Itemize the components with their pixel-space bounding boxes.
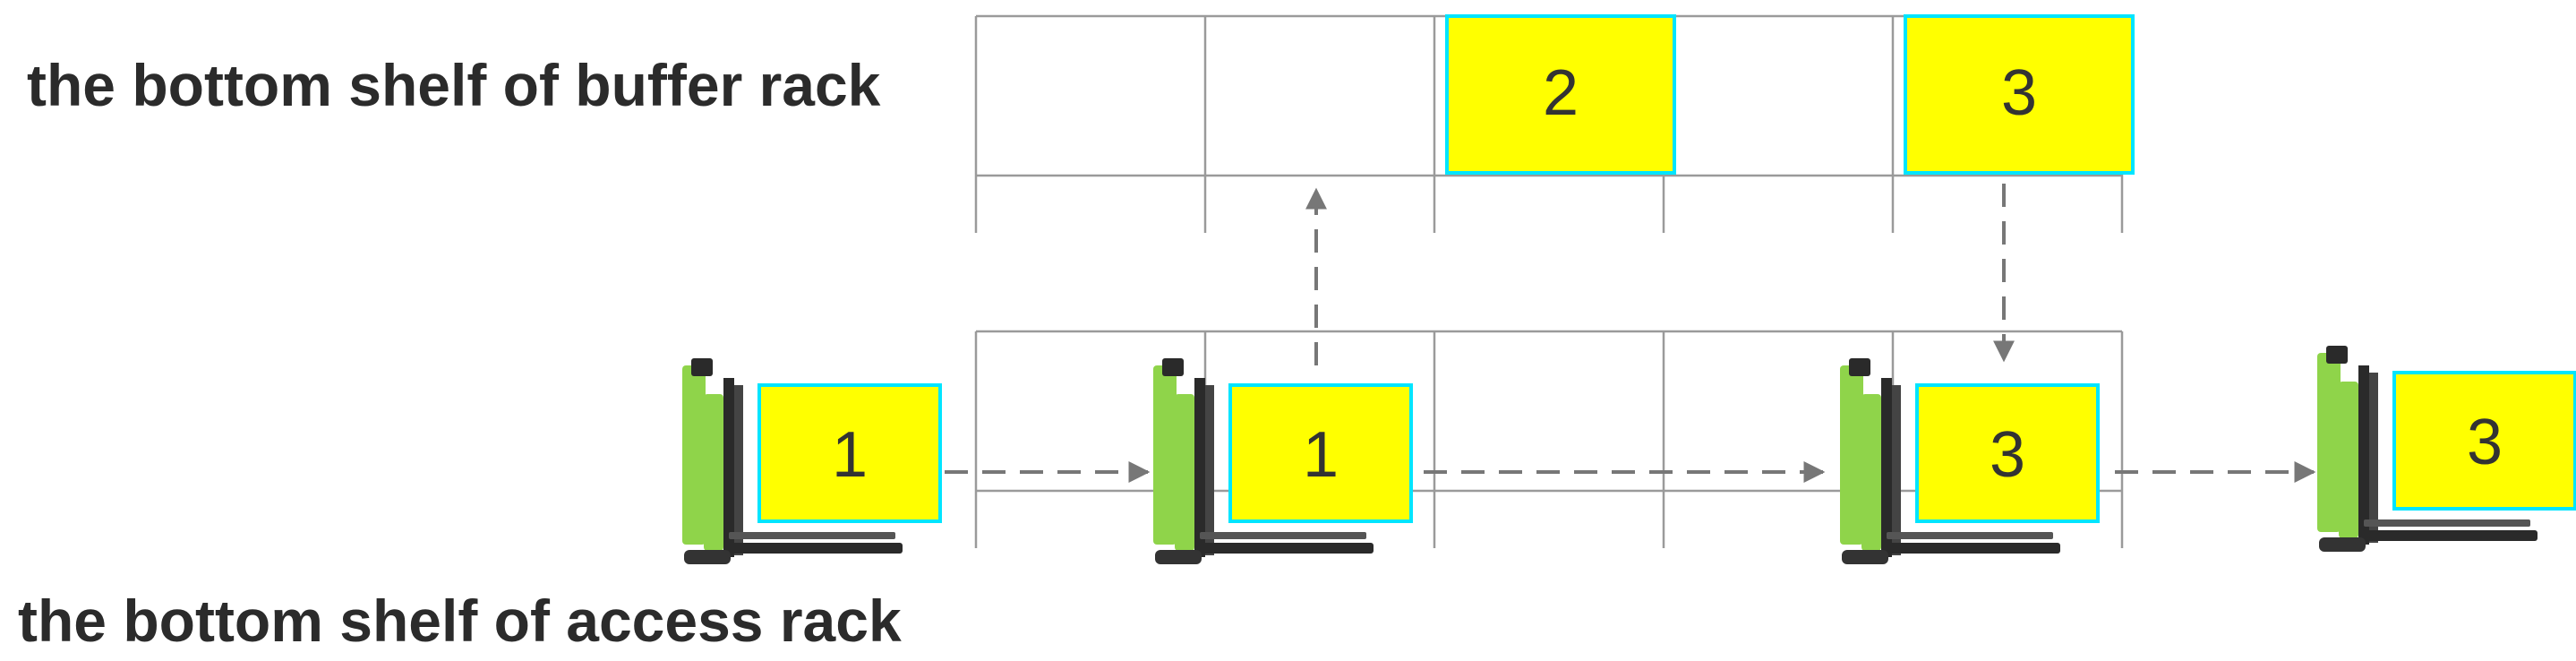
pallet-number: 1 <box>1303 419 1339 491</box>
pallet-number: 2 <box>1543 57 1579 129</box>
access-rack-label: the bottom shelf of access rack <box>18 588 902 654</box>
forklift-icon <box>2317 346 2537 552</box>
forklift-icon <box>682 358 903 564</box>
forklift-icon <box>1840 358 2060 564</box>
buffer-rack-label: the bottom shelf of buffer rack <box>27 52 881 118</box>
carried-pallet: 1 <box>1228 383 1413 523</box>
carried-pallet: 3 <box>1915 383 2100 523</box>
carried-pallet: 1 <box>757 383 942 523</box>
pallet-number: 1 <box>832 419 868 491</box>
buffer-pallet: 3 <box>1904 14 2135 175</box>
pallet-number: 3 <box>2001 57 2037 129</box>
pallet-number: 3 <box>2467 407 2503 478</box>
carried-pallet: 3 <box>2392 371 2576 511</box>
forklift-icon <box>1153 358 1374 564</box>
buffer-pallet: 2 <box>1445 14 1676 175</box>
pallet-number: 3 <box>1990 419 2025 491</box>
